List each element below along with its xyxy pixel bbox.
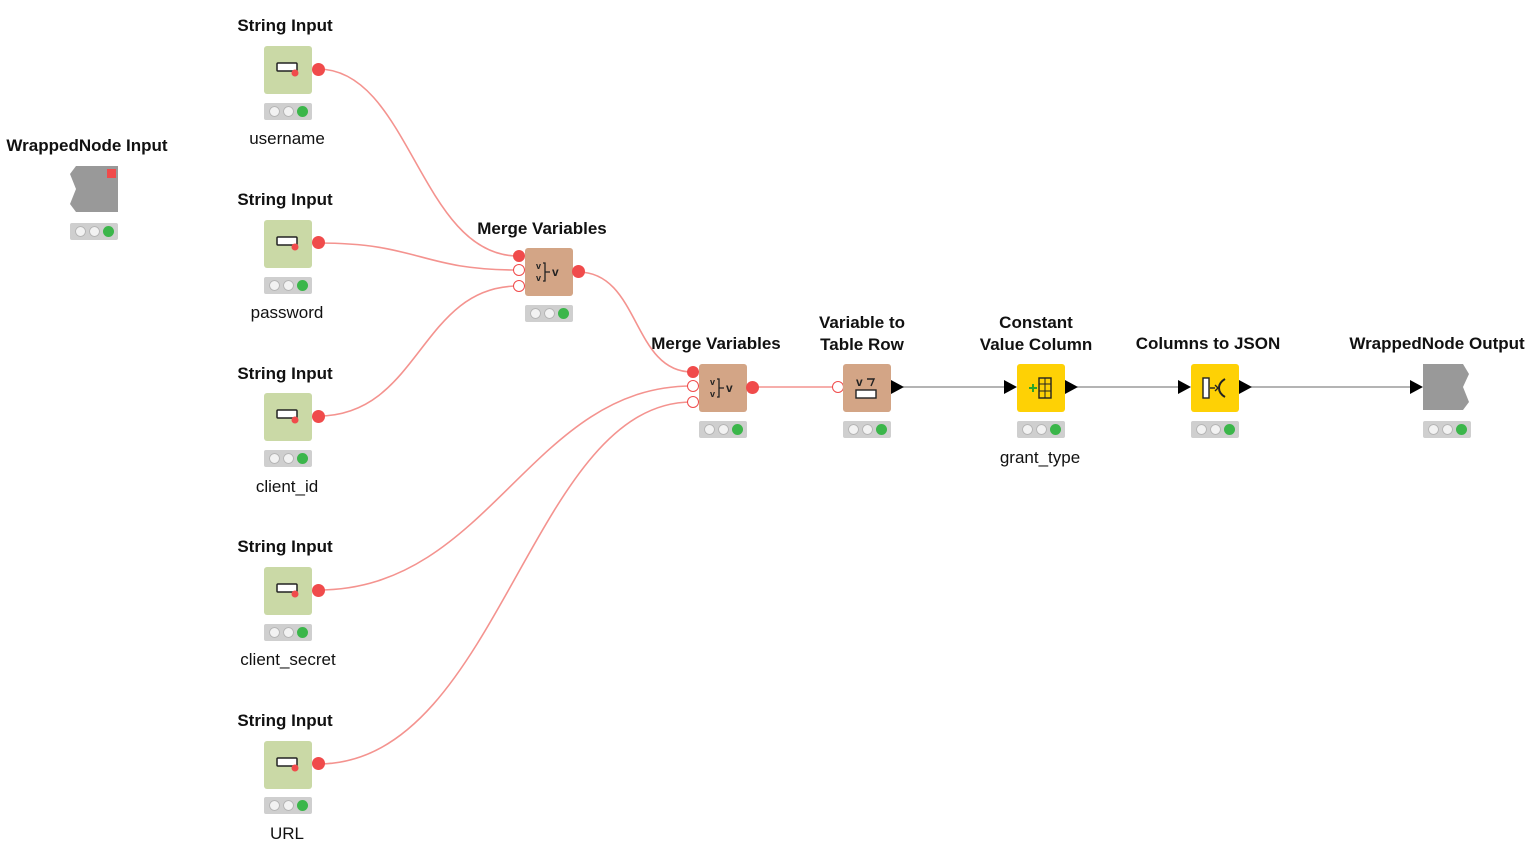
node-title: String Input [237,537,333,556]
wrapped-node-output[interactable] [1423,364,1471,412]
node-title: String Input [237,16,333,35]
string-input-icon [276,583,299,598]
data-output-port[interactable] [1239,380,1252,394]
connection-client-id-to-merge1 [317,285,519,417]
node-title: Constant Value Column [979,313,1093,354]
flow-variable-output-port[interactable] [312,584,325,597]
node-status [264,450,312,467]
merge-variables-node-2[interactable]: v v v [699,364,747,412]
node-title: String Input [237,364,333,383]
node-label[interactable]: client_secret [240,650,336,669]
node-title: Merge Variables [651,334,781,353]
constant-value-column-node[interactable] [1017,364,1065,412]
flow-variable-output-port[interactable] [312,63,325,76]
wrapped-input-icon [70,166,118,212]
variable-to-table-row-node[interactable]: v [843,364,891,412]
svg-text:v: v [536,261,541,271]
flow-variable-output-port[interactable] [312,236,325,249]
data-output-port[interactable] [891,380,904,394]
flow-variable-output-port[interactable] [312,410,325,423]
node-title: Variable to Table Row [819,313,905,354]
constant-value-column-icon [1029,377,1052,399]
flow-variable-output-port[interactable] [312,757,325,770]
connection-url-to-merge2 [317,401,693,765]
data-input-port[interactable] [1004,380,1017,394]
wrapped-node-input[interactable] [70,166,118,214]
data-output-port[interactable] [1065,380,1078,394]
connection-password-to-merge1 [317,242,519,271]
node-label[interactable]: password [250,303,324,322]
node-status [70,223,118,240]
data-input-port[interactable] [1410,380,1423,394]
merge-variables-node-1[interactable]: v v v [525,248,573,296]
node-label[interactable]: URL [269,824,305,843]
flow-variable-input-port[interactable] [687,396,699,408]
node-status [699,421,747,438]
svg-text:v: v [726,381,733,395]
columns-to-json-node[interactable] [1191,364,1239,412]
string-input-node-password[interactable] [264,220,312,268]
flow-variable-output-port[interactable] [572,265,585,278]
string-input-icon [276,62,299,77]
svg-text:v: v [710,389,715,399]
connection-merge1-to-merge2 [577,271,693,373]
columns-to-json-icon [1202,377,1226,399]
node-status [1017,421,1065,438]
flow-variable-input-port[interactable] [687,380,699,392]
node-status [264,277,312,294]
node-status [1191,421,1239,438]
node-title: WrappedNode Input [6,136,168,155]
string-input-node-url[interactable] [264,741,312,789]
node-label[interactable]: grant_type [999,448,1081,467]
variable-to-table-row-icon: v [855,375,877,399]
node-status [1423,421,1471,438]
merge-variables-icon: v v v [710,377,733,399]
connection-client-secret-to-merge2 [317,385,693,591]
string-input-node-client-secret[interactable] [264,567,312,615]
svg-text:v: v [856,375,863,389]
node-title: String Input [237,190,333,209]
flow-variable-input-port[interactable] [513,280,525,292]
string-input-icon [276,236,299,251]
flow-variable-input-port[interactable] [513,264,525,276]
node-title: WrappedNode Output [1349,334,1525,353]
svg-text:v: v [710,377,715,387]
node-status [843,421,891,438]
svg-text:v: v [552,265,559,279]
node-status [264,624,312,641]
string-input-icon [276,409,299,424]
string-input-icon [276,757,299,772]
svg-text:v: v [536,273,541,283]
flow-variable-input-port[interactable] [687,366,699,378]
flow-variable-output-port[interactable] [746,381,759,394]
node-status [264,797,312,814]
string-input-node-username[interactable] [264,46,312,94]
node-title: Merge Variables [477,219,607,238]
node-label[interactable]: client_id [255,477,319,496]
node-status [264,103,312,120]
wrapped-output-icon [1423,364,1469,410]
node-title: Columns to JSON [1135,334,1281,353]
merge-variables-icon: v v v [536,261,559,283]
data-input-port[interactable] [1178,380,1191,394]
string-input-node-client-id[interactable] [264,393,312,441]
node-status [525,305,573,322]
node-label[interactable]: username [249,129,325,148]
node-title: String Input [237,711,333,730]
flow-variable-input-port[interactable] [513,250,525,262]
